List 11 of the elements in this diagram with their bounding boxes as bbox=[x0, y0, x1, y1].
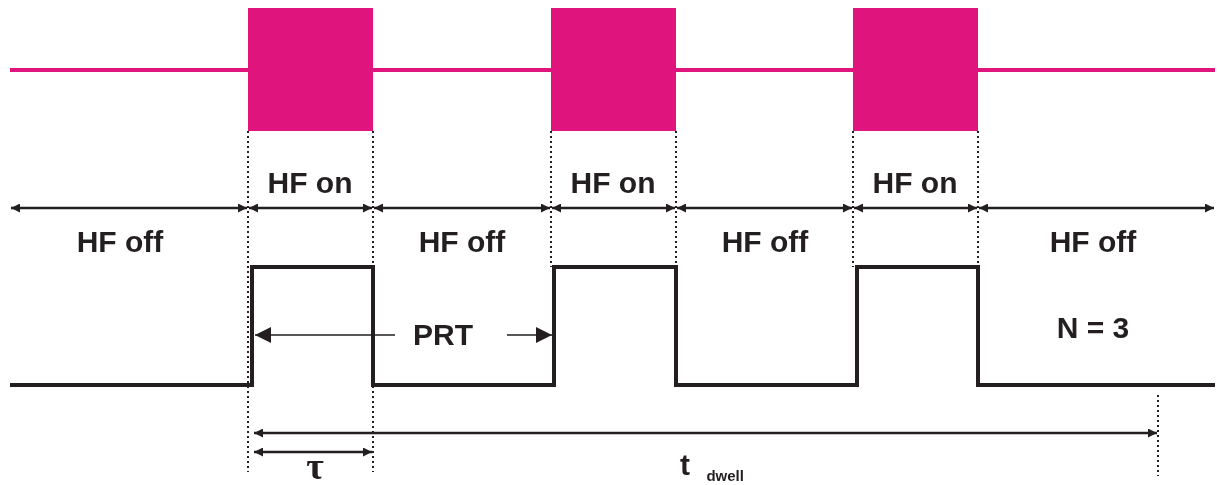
state-label: HF on bbox=[267, 168, 353, 198]
period-label: PRT bbox=[413, 320, 473, 350]
state-label: HF on bbox=[570, 168, 656, 198]
state-label: HF off bbox=[418, 227, 506, 257]
state-label: HF off bbox=[1049, 227, 1137, 257]
dwell-time-label: t $_{dwell}$ bbox=[680, 449, 744, 483]
state-label: HF off bbox=[76, 227, 164, 257]
state-label: HF on bbox=[872, 168, 958, 198]
state-label: HF off bbox=[721, 227, 809, 257]
count-label: N = 3 bbox=[1056, 313, 1130, 343]
pulse-width-label: τ bbox=[306, 447, 324, 485]
